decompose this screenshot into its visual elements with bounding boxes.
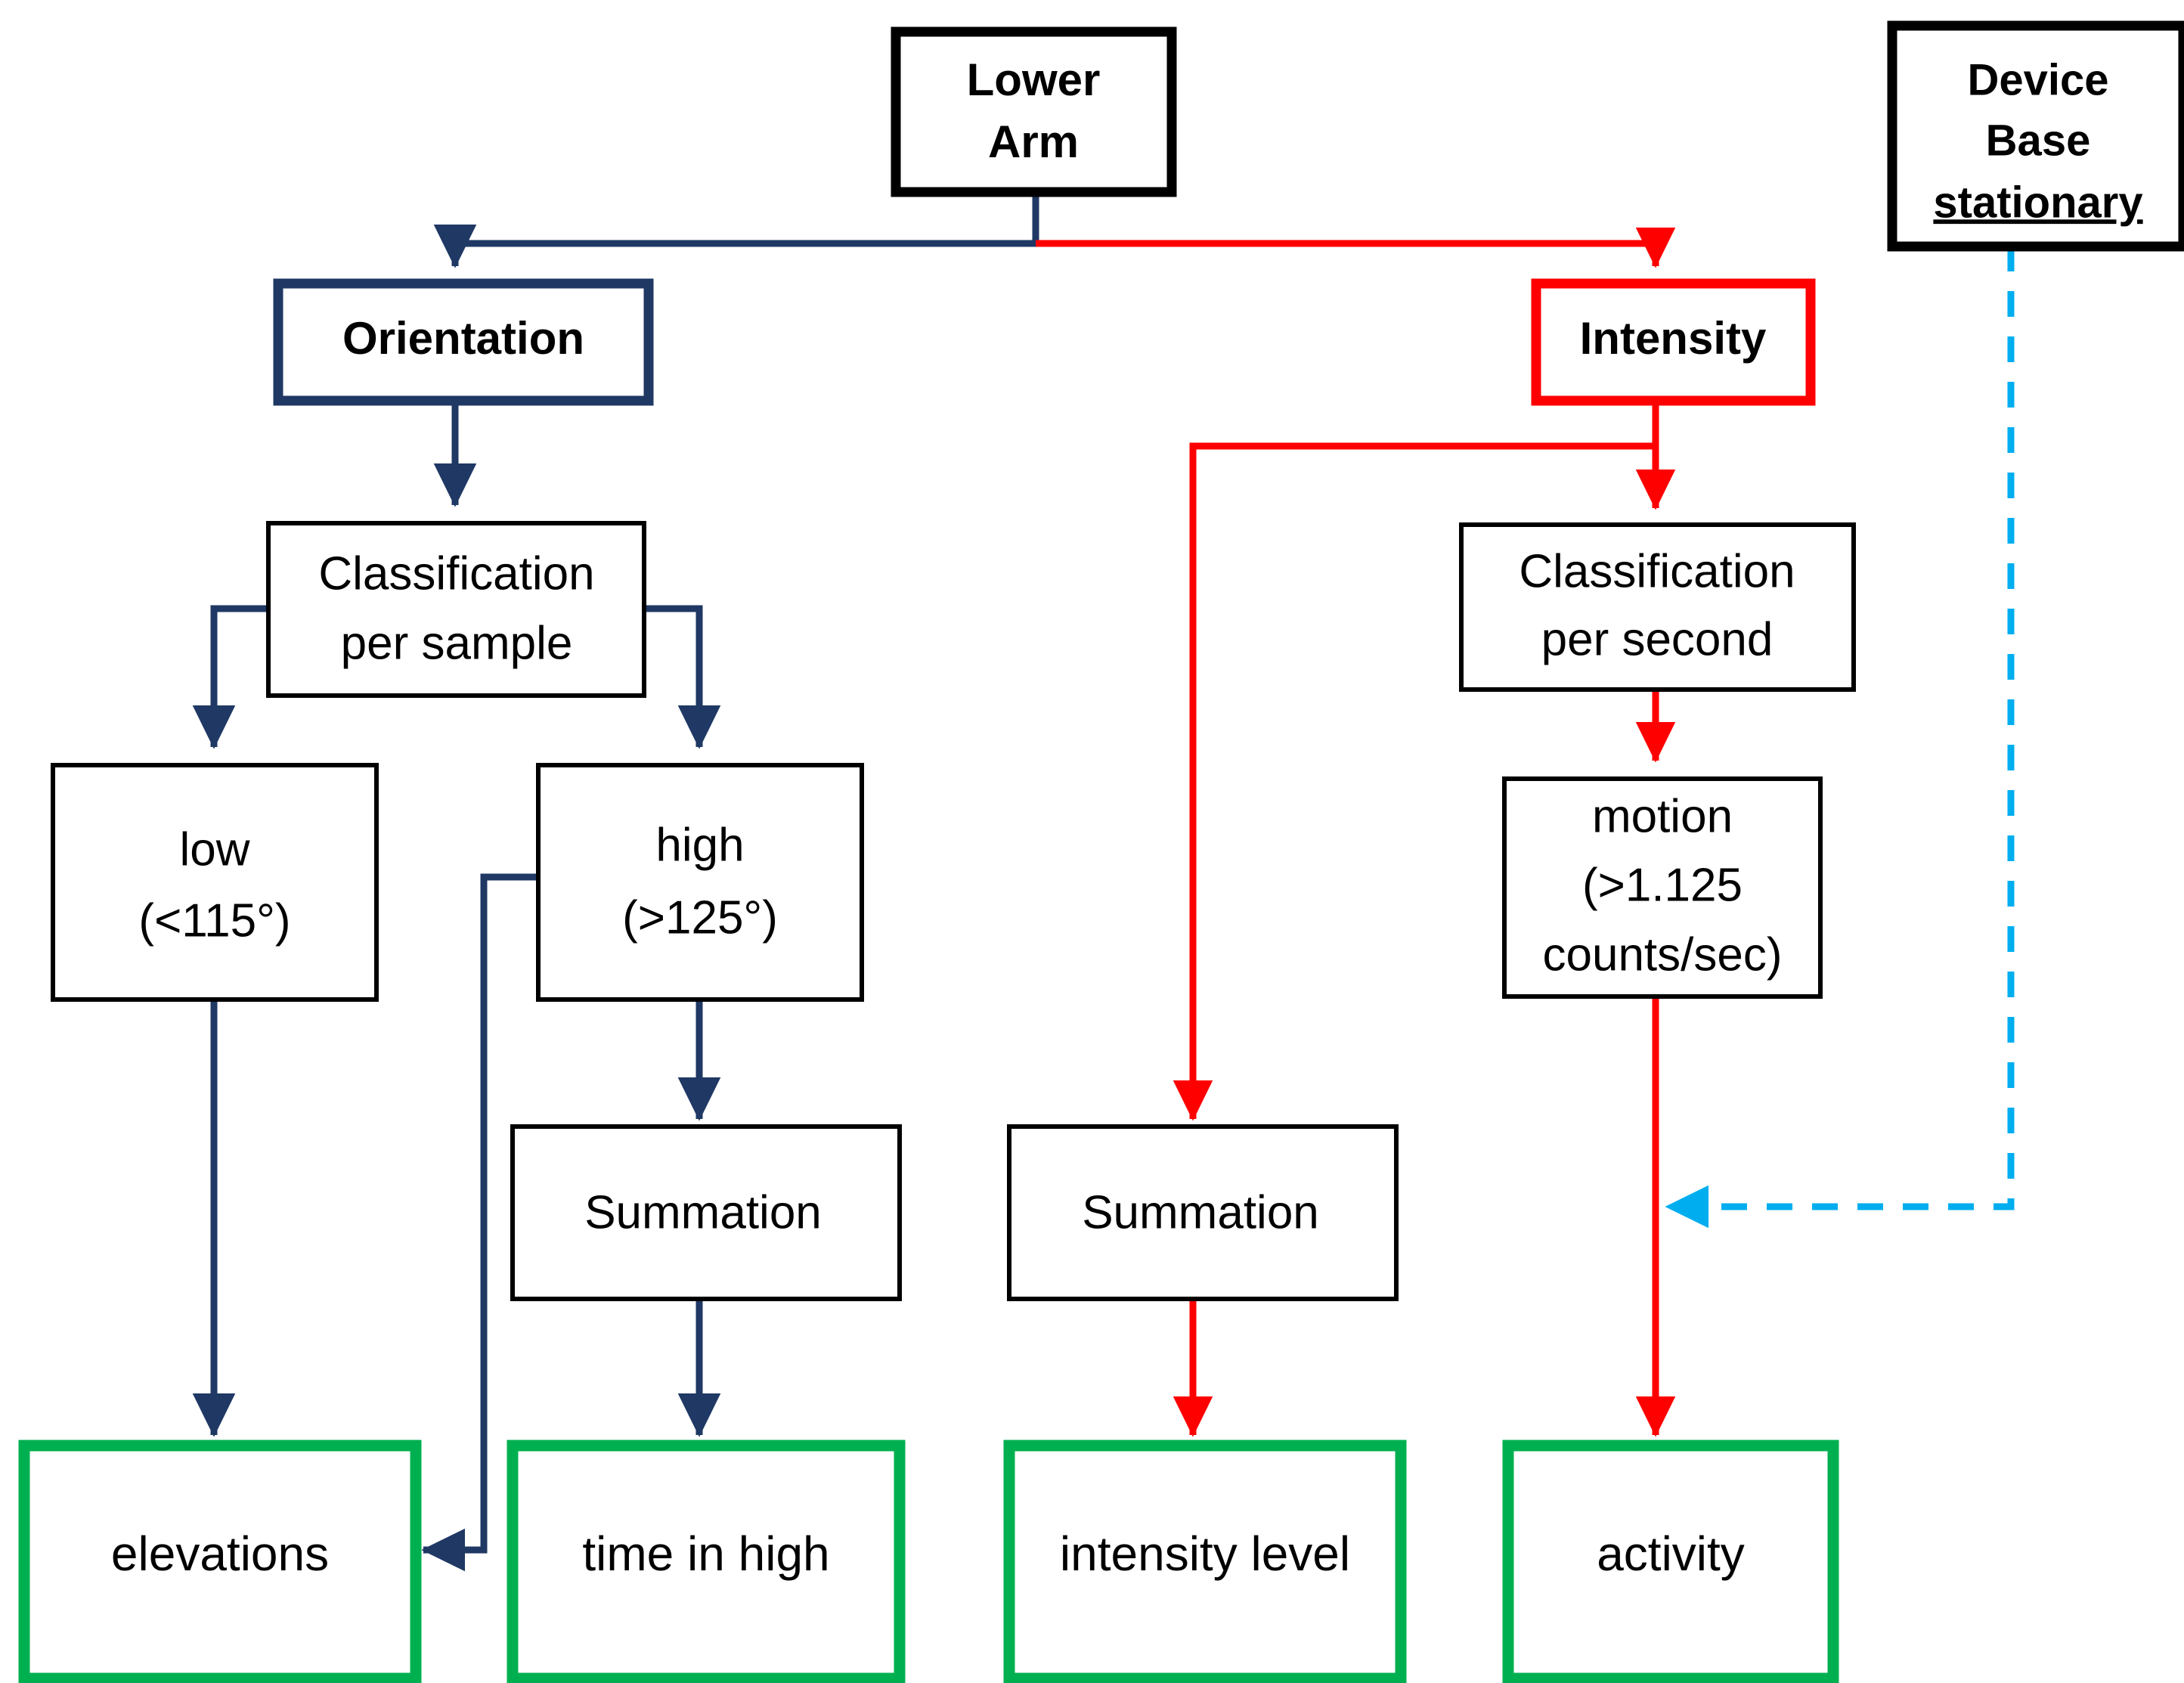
- device-base-box[interactable]: [1887, 20, 2184, 252]
- intensity-level-box[interactable]: [1003, 1440, 1407, 1683]
- low-label-line1: low: [179, 823, 249, 876]
- device-base-label-line2: Base: [1986, 116, 2091, 165]
- classification-per-second-label-line1: Classification: [1519, 545, 1795, 597]
- low-label-line2: (<115°): [138, 894, 290, 947]
- classification-per-sample-box[interactable]: [266, 521, 646, 698]
- time-in-high-box[interactable]: [507, 1440, 906, 1683]
- node-time-in-high[interactable]: time in high: [507, 1440, 906, 1683]
- edge-device-base-to-activity-branch: [1665, 246, 2015, 1229]
- edge-lower-arm-to-orientation: [433, 191, 1039, 268]
- node-lower-arm[interactable]: Lower Arm: [891, 26, 1177, 197]
- classification-per-second-label-line2: per second: [1541, 613, 1774, 665]
- activity-box[interactable]: [1502, 1440, 1839, 1683]
- time-in-high-label: time in high: [582, 1526, 829, 1581]
- summation-left-label: Summation: [584, 1186, 822, 1238]
- high-box[interactable]: [536, 763, 864, 1002]
- classification-per-sample-label-line2: per sample: [341, 617, 573, 669]
- summation-right-box[interactable]: [1007, 1124, 1399, 1301]
- intensity-level-label: intensity level: [1060, 1526, 1350, 1581]
- elevations-label: elevations: [111, 1526, 329, 1581]
- node-intensity-level[interactable]: intensity level: [1003, 1440, 1407, 1683]
- edge-classification-per-sample-to-low: [192, 605, 268, 749]
- node-summation-right[interactable]: Summation: [1007, 1124, 1399, 1301]
- node-elevations[interactable]: elevations: [18, 1440, 422, 1683]
- elevations-box[interactable]: [18, 1440, 422, 1683]
- edge-lower-arm-to-intensity: [1036, 227, 1676, 268]
- node-intensity[interactable]: Intensity: [1531, 278, 1816, 406]
- summation-right-label: Summation: [1082, 1186, 1319, 1238]
- intensity-box[interactable]: [1531, 278, 1816, 406]
- node-activity[interactable]: activity: [1502, 1440, 1839, 1683]
- summation-left-box[interactable]: [510, 1124, 902, 1301]
- node-device-base-stationary[interactable]: Device Base stationary: [1887, 20, 2184, 252]
- device-base-label-line3: stationary: [1933, 178, 2142, 227]
- lower-arm-label-line2: Arm: [988, 116, 1079, 167]
- high-label-line2: (>125°): [622, 891, 778, 944]
- motion-box[interactable]: [1502, 776, 1823, 999]
- activity-label: activity: [1597, 1526, 1745, 1581]
- motion-label-line2: (>1.125: [1582, 859, 1743, 911]
- low-box[interactable]: [51, 763, 379, 1002]
- node-summation-left[interactable]: Summation: [510, 1124, 902, 1301]
- device-base-label-line1: Device: [1967, 55, 2108, 104]
- classification-per-second-box[interactable]: [1459, 522, 1856, 692]
- lower-arm-label-line1: Lower: [967, 54, 1101, 105]
- motion-label-line1: motion: [1592, 790, 1733, 842]
- motion-label-line3: counts/sec): [1542, 928, 1782, 981]
- node-low[interactable]: low (<115°): [51, 763, 379, 1002]
- high-label-line1: high: [655, 819, 744, 871]
- lower-arm-box[interactable]: [891, 26, 1177, 197]
- node-orientation[interactable]: Orientation: [273, 278, 654, 406]
- classification-per-sample-label-line1: Classification: [318, 547, 594, 600]
- node-motion[interactable]: motion (>1.125 counts/sec): [1502, 776, 1823, 999]
- edge-high-to-elevations: [421, 873, 538, 1572]
- orientation-label: Orientation: [342, 313, 584, 364]
- edge-intensity-to-summation-right: [1173, 401, 1659, 1121]
- node-classification-per-second[interactable]: Classification per second: [1459, 522, 1856, 692]
- orientation-box[interactable]: [273, 278, 654, 406]
- intensity-label: Intensity: [1580, 313, 1767, 364]
- edge-classification-per-sample-to-high: [644, 605, 721, 749]
- node-classification-per-sample[interactable]: Classification per sample: [266, 521, 646, 698]
- node-high[interactable]: high (>125°): [536, 763, 864, 1002]
